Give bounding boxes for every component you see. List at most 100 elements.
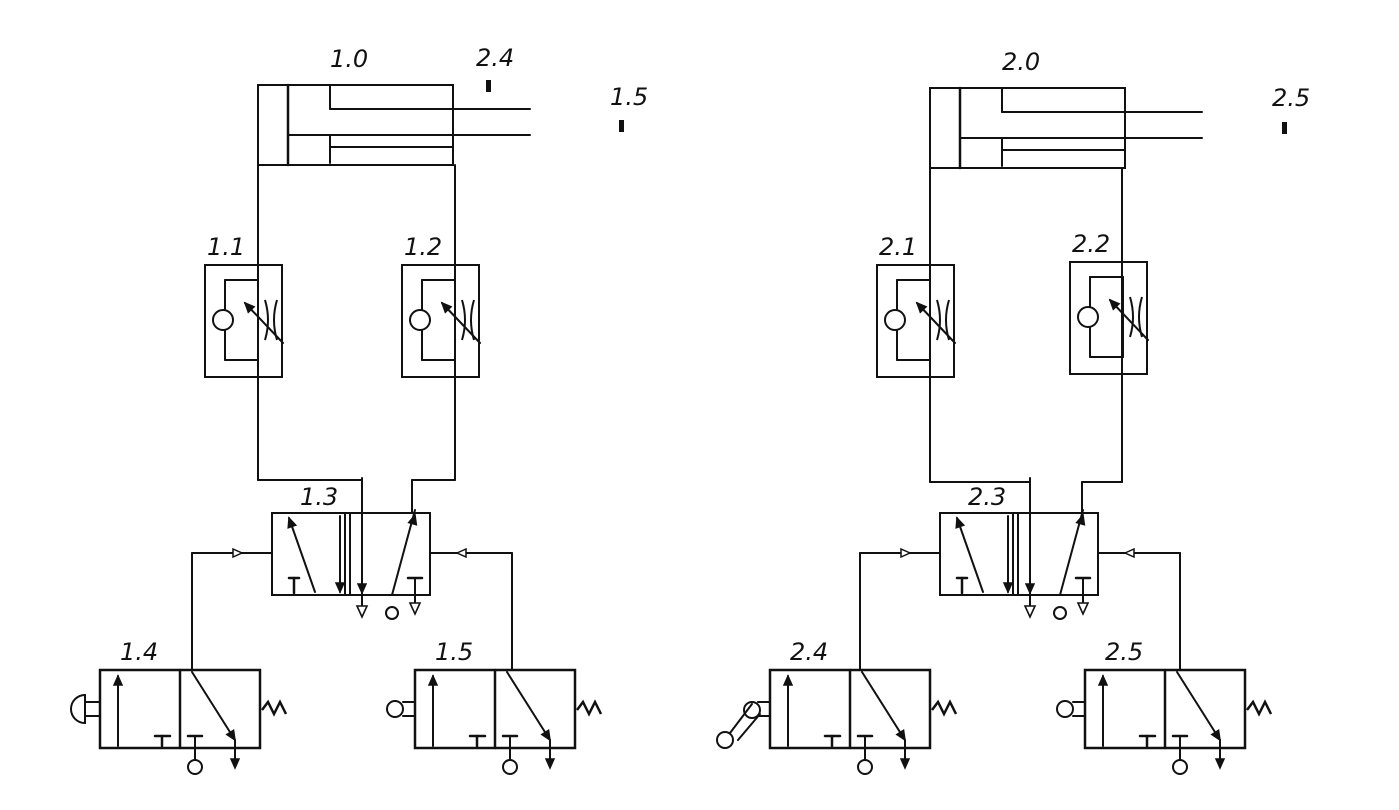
flow-arrow	[191, 671, 236, 741]
arrowhead-icon	[243, 301, 256, 314]
pressure-source-icon	[502, 759, 518, 775]
arrowhead-icon	[407, 513, 418, 526]
check-valve-icon	[884, 309, 906, 331]
arrowhead-icon	[334, 582, 346, 594]
flow-arrow	[1059, 509, 1084, 596]
exhaust-icon	[355, 605, 369, 619]
line	[737, 713, 761, 741]
main-valve-label: 2.3	[968, 483, 1006, 511]
arrowhead-icon	[955, 516, 966, 529]
one-way-flow-control-valve: 2.2	[1069, 230, 1149, 375]
throttle-icon	[936, 299, 941, 341]
flow-control-body	[876, 264, 955, 378]
roller-icon	[1056, 700, 1074, 718]
spring-return-icon	[1246, 699, 1273, 717]
exhaust-icon	[1214, 758, 1226, 770]
3-2-way-signal-valve: 2.4	[716, 638, 958, 775]
arrowhead-icon	[356, 583, 368, 595]
pilot-triangle-icon	[900, 547, 912, 559]
flow-arrow	[1176, 671, 1221, 741]
exhaust-icon	[899, 758, 911, 770]
arrowhead-icon	[112, 674, 124, 686]
limit-switch-icon	[1282, 122, 1287, 134]
roller-icon	[716, 731, 734, 749]
one-way-flow-control-valve: 1.2	[401, 233, 481, 378]
arrowhead-icon	[1108, 298, 1121, 311]
exhaust-icon	[229, 758, 241, 770]
flow-arrow	[506, 671, 551, 741]
one-way-flow-control-valve: 2.1	[876, 233, 956, 378]
signal-valve-label: 1.4	[120, 638, 158, 666]
signal-valve-label: 2.5	[1105, 638, 1143, 666]
limit-switch-marker: 1.5	[610, 83, 648, 132]
spring-return-icon	[261, 699, 288, 717]
roller-icon	[386, 700, 404, 718]
arrowhead-icon	[1097, 674, 1109, 686]
throttle-icon	[264, 299, 269, 341]
3-2-way-signal-valve: 1.4	[70, 638, 288, 775]
flow-control-body	[1069, 261, 1148, 375]
pilot-triangle-icon	[232, 547, 244, 559]
pressure-source-icon	[385, 606, 399, 620]
arrowhead-icon	[1002, 582, 1014, 594]
arrowhead-icon	[440, 301, 453, 314]
arrowhead-icon	[1210, 729, 1221, 742]
flow-control-label: 1.2	[404, 233, 442, 261]
pressure-source-icon	[1053, 606, 1067, 620]
check-valve-icon	[1077, 306, 1099, 328]
arrowhead-icon	[427, 674, 439, 686]
limit-switch-marker: 2.5	[1272, 84, 1310, 134]
exhaust-icon	[1023, 605, 1037, 619]
limit-switch-label: 2.5	[1272, 84, 1310, 112]
limit-switch-icon	[486, 80, 491, 92]
spring-return-icon	[576, 699, 603, 717]
throttle-icon	[461, 299, 466, 341]
arrowhead-icon	[1075, 513, 1086, 526]
flow-control-body	[204, 264, 283, 378]
circuit-2: 2.0 2.5 2.1 2.2 2.3 2.4 2.5	[716, 48, 1310, 775]
5-2-way-pilot-valve: 1.3	[191, 477, 513, 671]
flow-control-body	[401, 264, 480, 378]
main-valve-label: 1.3	[300, 483, 338, 511]
pilot-triangle-icon	[1123, 547, 1135, 559]
roller-icon	[743, 701, 761, 719]
double-acting-cylinder: 1.0	[257, 45, 531, 167]
pilot-triangle-icon	[455, 547, 467, 559]
arrowhead-icon	[287, 516, 298, 529]
flow-control-label: 1.1	[207, 233, 245, 261]
limit-switch-icon	[619, 120, 624, 132]
exhaust-icon	[1076, 602, 1090, 616]
arrowhead-icon	[782, 674, 794, 686]
arrowhead-icon	[895, 729, 906, 742]
3-2-way-signal-valve: 2.5	[1056, 638, 1273, 775]
check-valve-icon	[409, 309, 431, 331]
arrowhead-icon	[1024, 583, 1036, 595]
spring-return-icon	[931, 699, 958, 717]
limit-switch-label: 2.4	[476, 44, 514, 72]
throttle-icon	[1129, 296, 1134, 338]
3-2-way-signal-valve: 1.5	[386, 638, 603, 775]
5-2-way-pilot-valve: 2.3	[859, 477, 1181, 671]
flow-arrow	[861, 671, 906, 741]
flow-arrow	[288, 517, 316, 593]
flow-control-label: 2.2	[1072, 230, 1110, 258]
cylinder-body	[257, 84, 454, 166]
pressure-source-icon	[187, 759, 203, 775]
arrowhead-icon	[225, 729, 236, 742]
flow-arrow	[956, 517, 984, 593]
signal-valve-label: 1.5	[435, 638, 473, 666]
arrowhead-icon	[915, 301, 928, 314]
exhaust-icon	[544, 758, 556, 770]
signal-valve-label: 2.4	[790, 638, 828, 666]
flow-arrow	[391, 509, 416, 596]
flow-control-label: 2.1	[879, 233, 917, 261]
limit-switch-marker: 2.4	[476, 44, 514, 92]
check-valve-icon	[212, 309, 234, 331]
cylinder-label: 2.0	[1002, 48, 1040, 76]
line	[729, 703, 753, 734]
idle-roller-lever-icon	[716, 701, 771, 749]
pressure-source-icon	[1172, 759, 1188, 775]
limit-switch-label: 1.5	[610, 83, 648, 111]
